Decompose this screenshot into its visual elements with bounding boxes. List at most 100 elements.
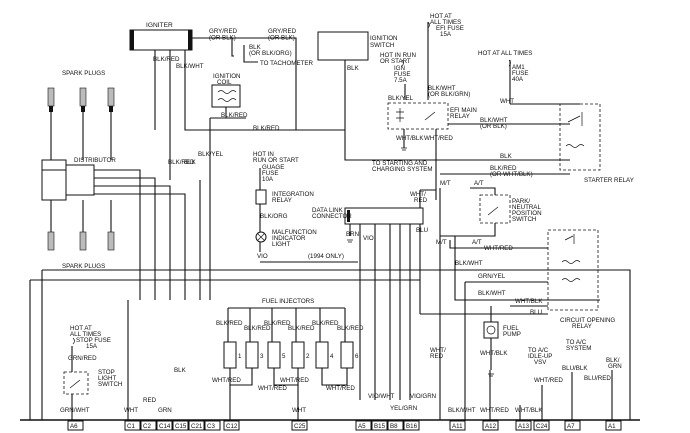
svg-text:VIO/WHT: VIO/WHT <box>368 393 395 400</box>
svg-text:BLK/WHT: BLK/WHT <box>428 85 456 92</box>
svg-text:BLU: BLU <box>530 309 542 316</box>
ac-system: TO A/C SYSTEM <box>566 339 591 352</box>
park-neutral-switch: PARK/ NEUTRAL POSITION SWITCH <box>479 194 542 224</box>
svg-text:C1: C1 <box>127 423 135 430</box>
efi-fuse: HOT AT ALL TIMES EFI FUSE 15A <box>427 13 464 38</box>
svg-text:BLK/YEL: BLK/YEL <box>388 95 414 102</box>
svg-text:TO A/C: TO A/C <box>528 347 549 354</box>
svg-text:WHT/BLK: WHT/BLK <box>515 407 543 414</box>
svg-text:HOT IN: HOT IN <box>253 151 274 158</box>
distributor: DISTRIBUTOR <box>41 157 116 201</box>
svg-text:BLK/RED: BLK/RED <box>168 159 195 166</box>
svg-text:BLK/RED: BLK/RED <box>244 325 271 332</box>
svg-text:BLU/BLK: BLU/BLK <box>562 365 588 372</box>
svg-text:OR START: OR START <box>380 58 411 65</box>
svg-text:A11: A11 <box>452 423 463 430</box>
svg-text:WHT/BLK: WHT/BLK <box>396 135 424 142</box>
svg-text:FUSE: FUSE <box>512 70 529 77</box>
svg-text:A6: A6 <box>70 423 78 430</box>
svg-text:B16: B16 <box>406 423 418 430</box>
svg-text:BLK/RED: BLK/RED <box>153 56 180 63</box>
pin-c21: C21 <box>188 420 205 431</box>
svg-text:HOT AT: HOT AT <box>430 13 452 20</box>
svg-text:RED: RED <box>430 353 444 360</box>
svg-text:INTEGRATION: INTEGRATION <box>272 191 314 198</box>
svg-text:(OR BLK): (OR BLK) <box>209 35 236 42</box>
svg-text:BLU/RED: BLU/RED <box>584 375 611 382</box>
svg-text:DISTRIBUTOR: DISTRIBUTOR <box>74 157 116 164</box>
svg-text:FUEL: FUEL <box>503 325 519 332</box>
svg-text:FUSE: FUSE <box>394 71 411 78</box>
svg-text:BLK/RED: BLK/RED <box>253 125 280 132</box>
svg-text:VSV: VSV <box>534 359 547 366</box>
svg-text:A13: A13 <box>518 423 530 430</box>
svg-text:BLK/ORG: BLK/ORG <box>260 213 288 220</box>
svg-text:WHT: WHT <box>124 407 138 414</box>
svg-text:STOP: STOP <box>98 369 115 376</box>
pin-c3: C3 <box>204 420 221 431</box>
pin-c14: C14 <box>156 420 173 431</box>
svg-text:GUAGE: GUAGE <box>262 164 284 171</box>
svg-text:A1: A1 <box>608 423 616 430</box>
svg-text:BLK/WHT: BLK/WHT <box>480 117 508 124</box>
svg-text:BLK/YEL: BLK/YEL <box>198 151 224 158</box>
svg-text:GRY/RED: GRY/RED <box>268 28 297 35</box>
svg-text:C21: C21 <box>191 423 203 430</box>
pin-b8: B8 <box>387 420 404 431</box>
spark-plugs-top: SPARK PLUGS <box>47 70 115 112</box>
svg-text:BLK/WHT: BLK/WHT <box>478 290 506 297</box>
svg-text:BLK: BLK <box>500 153 513 160</box>
svg-text:EFI FUSE: EFI FUSE <box>436 25 464 32</box>
svg-text:RED: RED <box>143 397 157 404</box>
pin-a6: A6 <box>67 420 84 431</box>
svg-text:WHT/BLK: WHT/BLK <box>480 350 508 357</box>
svg-text:PUMP: PUMP <box>503 331 521 338</box>
svg-text:FUEL INJECTORS: FUEL INJECTORS <box>262 298 314 305</box>
circuit-opening-relay: CIRCUIT OPENING RELAY <box>547 229 615 330</box>
svg-text:C14: C14 <box>159 423 171 430</box>
idle-up-vsv: TO A/C IDLE-UP VSV <box>528 347 552 366</box>
svg-text:M/T: M/T <box>436 239 447 246</box>
svg-text:A7: A7 <box>567 423 575 430</box>
svg-text:GRN/RED: GRN/RED <box>68 355 97 362</box>
pin-c24: C24 <box>533 420 550 431</box>
svg-text:IGNITION: IGNITION <box>370 35 398 42</box>
svg-text:RELAY: RELAY <box>272 197 292 204</box>
svg-text:BLK/RED: BLK/RED <box>337 325 364 332</box>
svg-text:1: 1 <box>238 353 242 360</box>
svg-text:5: 5 <box>282 353 286 360</box>
to-tachometer-label: TO TACHOMETER <box>260 60 313 67</box>
svg-text:6: 6 <box>355 353 359 360</box>
svg-text:C3: C3 <box>207 423 215 430</box>
svg-text:BLU: BLU <box>416 227 428 234</box>
svg-text:VIO/GRN: VIO/GRN <box>410 393 436 400</box>
svg-text:SPARK PLUGS: SPARK PLUGS <box>62 70 105 77</box>
svg-text:TO STARTING AND: TO STARTING AND <box>372 160 428 167</box>
svg-text:A/T: A/T <box>474 180 484 187</box>
gauge-fuse: HOT IN RUN OR START GUAGE FUSE 10A <box>253 151 299 183</box>
svg-text:WHT/RED: WHT/RED <box>326 385 355 392</box>
svg-text:IGNITION: IGNITION <box>213 73 241 80</box>
svg-text:CIRCUIT OPENING: CIRCUIT OPENING <box>560 317 615 324</box>
svg-text:A/T: A/T <box>472 239 482 246</box>
svg-text:HOT AT ALL TIMES: HOT AT ALL TIMES <box>478 50 532 57</box>
svg-text:AM1: AM1 <box>512 64 525 71</box>
spark-plugs-bottom: SPARK PLUGS <box>47 231 115 270</box>
svg-text:C15: C15 <box>175 423 187 430</box>
svg-text:VIO: VIO <box>363 235 374 242</box>
svg-text:10A: 10A <box>262 176 274 183</box>
svg-text:GRN/YEL: GRN/YEL <box>478 273 506 280</box>
svg-text:BLK/RED: BLK/RED <box>221 112 248 119</box>
pin-a13: A13 <box>515 420 532 431</box>
svg-text:BLK/WHT: BLK/WHT <box>176 63 204 70</box>
svg-text:LIGHT: LIGHT <box>272 241 290 248</box>
svg-text:WHT/RED: WHT/RED <box>280 377 309 384</box>
svg-text:BLK/WHT: BLK/WHT <box>448 407 476 414</box>
svg-text:3: 3 <box>260 353 264 360</box>
svg-text:BLK/WHT: BLK/WHT <box>455 260 483 267</box>
malfunction-indicator-light: MALFUNCTION INDICATOR LIGHT <box>255 229 317 248</box>
svg-text:BLK: BLK <box>174 367 187 374</box>
svg-text:GRN/WHT: GRN/WHT <box>60 407 90 414</box>
svg-text:WHT/RED: WHT/RED <box>212 377 241 384</box>
